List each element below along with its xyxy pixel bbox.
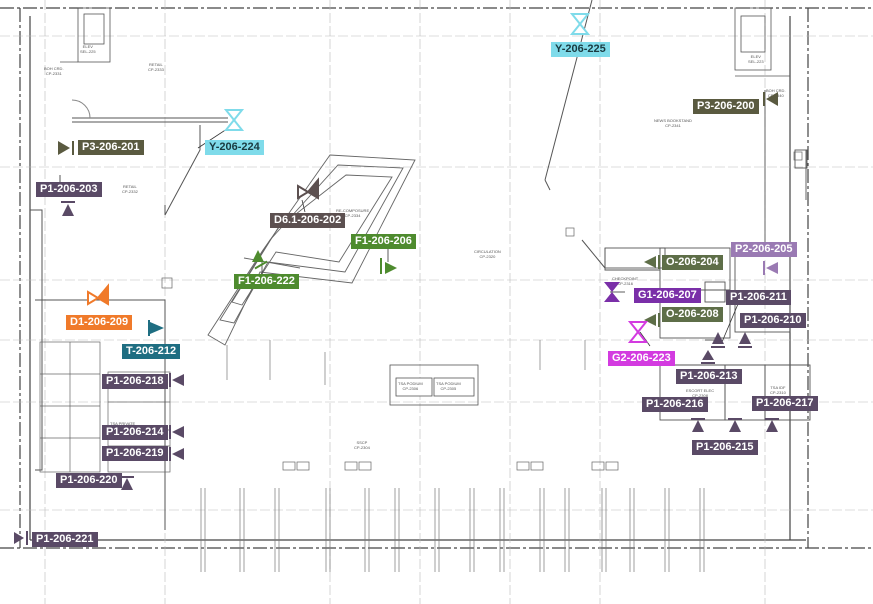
device-tag[interactable]: P3-206-200 (693, 99, 759, 114)
device-tag[interactable]: P2-206-205 (731, 242, 797, 257)
device-tag[interactable]: D1-206-209 (66, 315, 133, 330)
device-tag[interactable]: G2-206-223 (608, 351, 675, 366)
device-tag[interactable]: Y-206-225 (551, 42, 610, 57)
device-tag[interactable]: P1-206-210 (740, 313, 806, 328)
room-label: BOH CRD.CP-2340 (766, 88, 786, 98)
tsa-podiums (389, 364, 479, 406)
leader-lines (197, 124, 739, 347)
elevator-right (734, 7, 790, 77)
device-tag[interactable]: P1-206-216 (642, 397, 708, 412)
device-tag[interactable]: O-206-204 (662, 255, 723, 270)
device-tag[interactable]: P1-206-211 (726, 290, 791, 305)
recomposure-island (207, 154, 416, 346)
device-tag[interactable]: P1-206-203 (36, 182, 102, 197)
equipment-boxes (155, 151, 803, 471)
device-tag[interactable]: Y-206-224 (205, 140, 264, 155)
checkpoint-dividers (226, 340, 586, 385)
device-tag[interactable]: F1-206-222 (234, 274, 299, 289)
device-tag[interactable]: G1-206-207 (634, 288, 701, 303)
device-tag[interactable]: T-206-212 (122, 344, 181, 359)
device-tag[interactable]: P1-206-221 (32, 532, 98, 547)
screening-lanes (200, 488, 705, 572)
room-label: BOH CRD.CP-2331 (44, 66, 64, 76)
device-tag[interactable]: P3-206-201 (78, 140, 144, 155)
device-tag[interactable]: F1-206-206 (351, 234, 416, 249)
device-tag[interactable]: P1-206-218 (102, 374, 168, 389)
device-tag[interactable]: P1-206-219 (102, 446, 168, 461)
device-tag[interactable]: P1-206-217 (752, 396, 818, 411)
building-walls (0, 7, 873, 549)
device-tag[interactable]: P1-206-214 (102, 425, 168, 440)
device-tag[interactable]: P1-206-215 (692, 440, 758, 455)
device-tag[interactable]: P1-206-220 (56, 473, 122, 488)
device-tag[interactable]: D6.1-206-202 (270, 213, 346, 228)
device-tag[interactable]: P1-206-213 (676, 369, 742, 384)
device-tag[interactable]: O-206-208 (662, 307, 723, 322)
elevator-left (60, 7, 111, 63)
diagonal-wall (544, 0, 606, 269)
